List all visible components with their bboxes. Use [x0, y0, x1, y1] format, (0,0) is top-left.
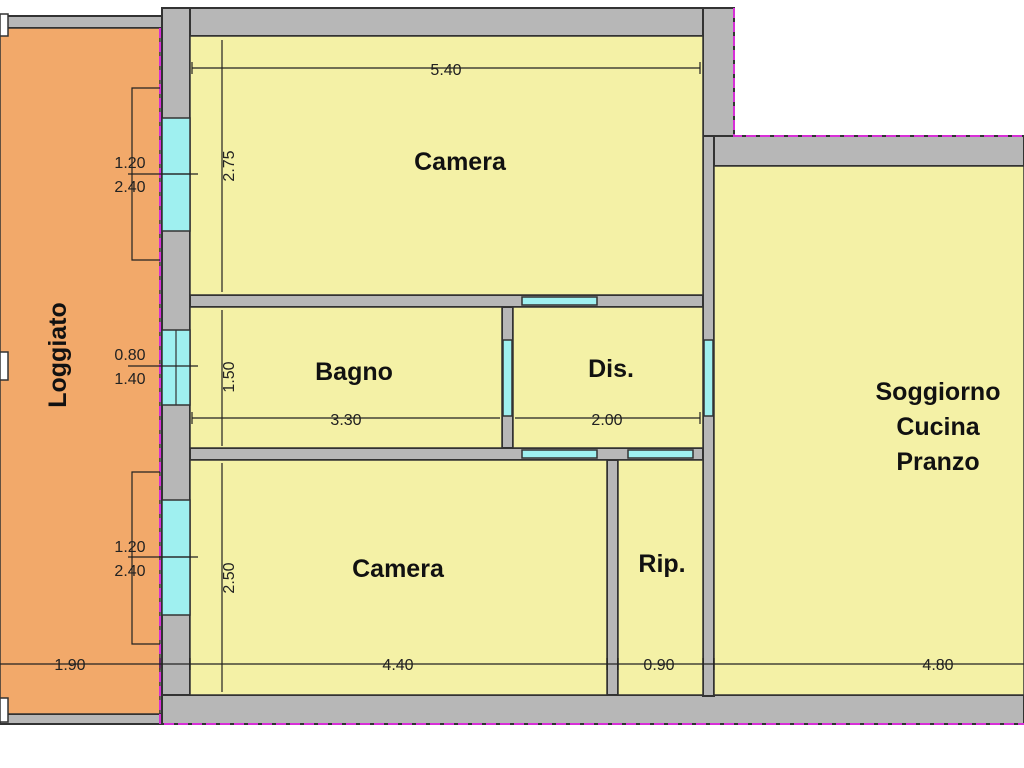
door-bagno [502, 339, 513, 417]
label-dis: Dis. [588, 355, 634, 383]
dim-window-mid-h: 1.40 [114, 371, 145, 388]
label-loggiato: Loggiato [44, 302, 72, 408]
wall-bottom [161, 694, 1024, 725]
room-bagno [189, 306, 503, 449]
label-camera-bottom: Camera [352, 555, 445, 583]
dim-rip-width: 0.90 [643, 657, 674, 674]
dim-bagno-depth: 1.50 [221, 361, 238, 392]
boundary-line-upper [733, 8, 1024, 137]
door-camera-bottom [521, 449, 598, 459]
dim-loggiato-width: 1.90 [54, 657, 85, 674]
dim-bagno-width: 3.30 [330, 412, 361, 429]
dim-camera-bottom-depth: 2.50 [221, 562, 238, 593]
room-soggiorno [713, 165, 1024, 696]
label-camera-top: Camera [414, 148, 507, 176]
label-cucina: Cucina [896, 413, 980, 441]
wall-top-main [161, 7, 735, 37]
loggia-mark-bottom [0, 697, 9, 723]
label-soggiorno: Soggiorno [876, 378, 1001, 406]
dim-camera-top-width: 5.40 [430, 62, 461, 79]
room-camera-top [189, 35, 704, 296]
dim-dis-width: 2.00 [591, 412, 622, 429]
dim-window-bottom-h: 2.40 [114, 563, 145, 580]
door-dis-top [521, 296, 598, 306]
door-living [703, 339, 714, 417]
label-pranzo: Pranzo [896, 448, 979, 476]
room-rip [617, 459, 704, 696]
wall-h1 [189, 294, 715, 308]
loggia-area [0, 27, 161, 715]
dim-window-mid-w: 0.80 [114, 347, 145, 364]
wall-bottom-loggia [0, 713, 163, 725]
dim-window-top-h: 2.40 [114, 179, 145, 196]
loggia-marks [0, 13, 9, 723]
room-dis [512, 306, 704, 449]
door-rip [627, 449, 694, 459]
room-camera-bottom [189, 459, 608, 696]
wall-top-living [702, 135, 1024, 167]
dim-window-top-w: 1.20 [114, 155, 145, 172]
wall-v-camera-rip [606, 459, 619, 696]
rooms [0, 27, 1024, 715]
dim-window-bottom-w: 1.20 [114, 539, 145, 556]
wall-top-left [0, 15, 163, 29]
dim-soggiorno-width: 4.80 [922, 657, 953, 674]
dim-camera-top-depth: 2.75 [221, 150, 238, 181]
wall-east-upper [702, 7, 735, 137]
label-rip: Rip. [638, 550, 685, 578]
loggia-mark-top [0, 13, 9, 37]
dim-camera-bottom-width: 4.40 [382, 657, 413, 674]
label-bagno: Bagno [315, 358, 393, 386]
loggia-mark-mid [0, 351, 9, 381]
dimension-lines [0, 40, 1024, 692]
window-bracket-bottom [131, 471, 160, 645]
